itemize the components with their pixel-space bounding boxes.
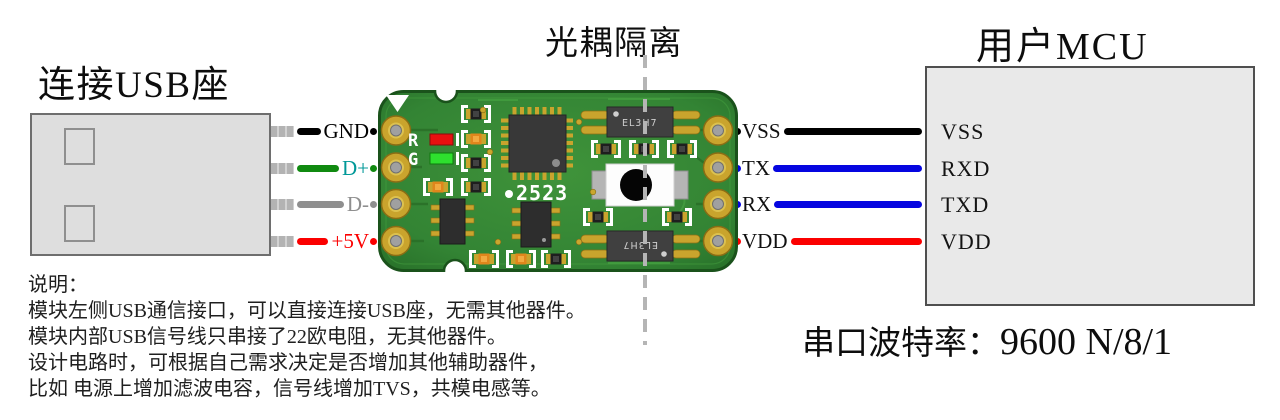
mcu-pin-vss: VSS	[941, 119, 985, 144]
isolation-dashed-line	[643, 55, 647, 345]
dplus-terminal-dot	[370, 164, 377, 172]
green-led	[429, 152, 454, 165]
mcu-pin-rxd: RXD	[941, 156, 991, 181]
5v-terminal-dot	[370, 237, 377, 245]
usb-pin-stub	[271, 198, 294, 210]
opto-top-marking: EL3H7	[622, 118, 658, 129]
usb-pin-stub	[271, 235, 294, 247]
dplus-label: D+	[341, 155, 369, 180]
mcu-section-title: 用户MCU	[976, 26, 1149, 68]
notes-line: 模块左侧USB通信接口，可以直接连接USB座，无需其他器件。	[28, 300, 586, 322]
tx-wire-row: TX	[733, 156, 925, 180]
gnd-wire-row: GND	[271, 119, 378, 143]
red-led	[429, 133, 454, 146]
led-g-silkscreen: G	[408, 150, 418, 170]
baud-rate-text: 串口波特率：9600 N/8/1	[802, 316, 1172, 364]
optocoupler-top: EL3H7	[580, 106, 701, 138]
notes-line: 比如 电源上增加滤波电容，信号线增加TVS，共模电感等。	[28, 378, 551, 400]
module-vss-label: VSS	[742, 118, 781, 143]
vss-wire-row: VSS	[733, 119, 925, 143]
optocoupler-bottom: EL3H7	[580, 230, 701, 262]
sot-chip-1	[430, 198, 475, 245]
module-right-pads	[702, 115, 734, 257]
mcu-pin-txd: TXD	[941, 192, 990, 217]
usb-pin-stub	[271, 125, 294, 137]
module-left-pads	[380, 115, 412, 257]
dminus-wire	[297, 200, 344, 208]
dminus-terminal-dot	[370, 200, 377, 208]
gnd-wire	[297, 127, 321, 135]
vss-wire	[783, 127, 922, 135]
chip-marking-silkscreen: 2523	[516, 181, 568, 205]
baud-rate-value: 9600 N/8/1	[1000, 321, 1173, 363]
dplus-wire-row: D+	[271, 156, 378, 180]
module-rx-label: RX	[742, 191, 772, 216]
vdd-wire-row: VDD	[733, 229, 925, 253]
notes-heading: 说明：	[28, 274, 88, 296]
baud-rate-label: 串口波特率：	[802, 326, 1000, 362]
rx-wire	[774, 200, 922, 208]
pcb-vias	[479, 106, 597, 246]
vdd-wire	[790, 237, 922, 245]
notes-line: 模块内部USB信号线只串接了22欧电阻，无其他器件。	[28, 326, 507, 348]
dminus-label: D-	[346, 191, 369, 216]
usb-connector-hole-top	[64, 128, 95, 165]
notes-line: 设计电路时，可根据自己需求决定是否增加其他辅助器件，	[28, 352, 548, 374]
pcb-notch-top	[433, 90, 459, 104]
status-leds: R G	[408, 131, 459, 170]
dplus-wire	[297, 164, 339, 172]
gnd-terminal-dot	[370, 127, 377, 135]
led-r-silkscreen: R	[408, 131, 419, 151]
usb-pin-stub	[271, 162, 294, 174]
gnd-label: GND	[323, 118, 370, 143]
dminus-wire-row: D-	[271, 192, 378, 216]
qfp-chip	[501, 107, 573, 180]
5v-label: +5V	[331, 228, 369, 253]
notes-block: 说明： 模块左侧USB通信接口，可以直接连接USB座，无需其他器件。 模块内部U…	[28, 272, 586, 402]
module-vdd-label: VDD	[742, 228, 788, 253]
isolation-title: 光耦隔离	[545, 26, 683, 62]
module-tx-label: TX	[742, 155, 770, 180]
tx-wire	[773, 164, 922, 172]
rx-wire-row: RX	[733, 192, 925, 216]
pin1-triangle-marker	[386, 95, 409, 112]
isolation-power-component	[591, 163, 689, 207]
5v-wire-row: +5V	[271, 229, 378, 253]
mcu-pin-vdd: VDD	[941, 229, 992, 254]
usb-connector	[30, 113, 271, 256]
5v-wire	[297, 237, 329, 245]
usb-serial-module-pcb: R G	[378, 90, 738, 272]
usb-section-title: 连接USB座	[38, 65, 230, 106]
mcu-box: VSS RXD TXD VDD	[925, 66, 1255, 306]
pcb-notch-bottom	[442, 258, 468, 272]
sot-chip-2	[511, 201, 561, 248]
usb-connector-hole-bottom	[64, 205, 95, 242]
opto-bottom-marking: EL3H7	[622, 239, 658, 250]
